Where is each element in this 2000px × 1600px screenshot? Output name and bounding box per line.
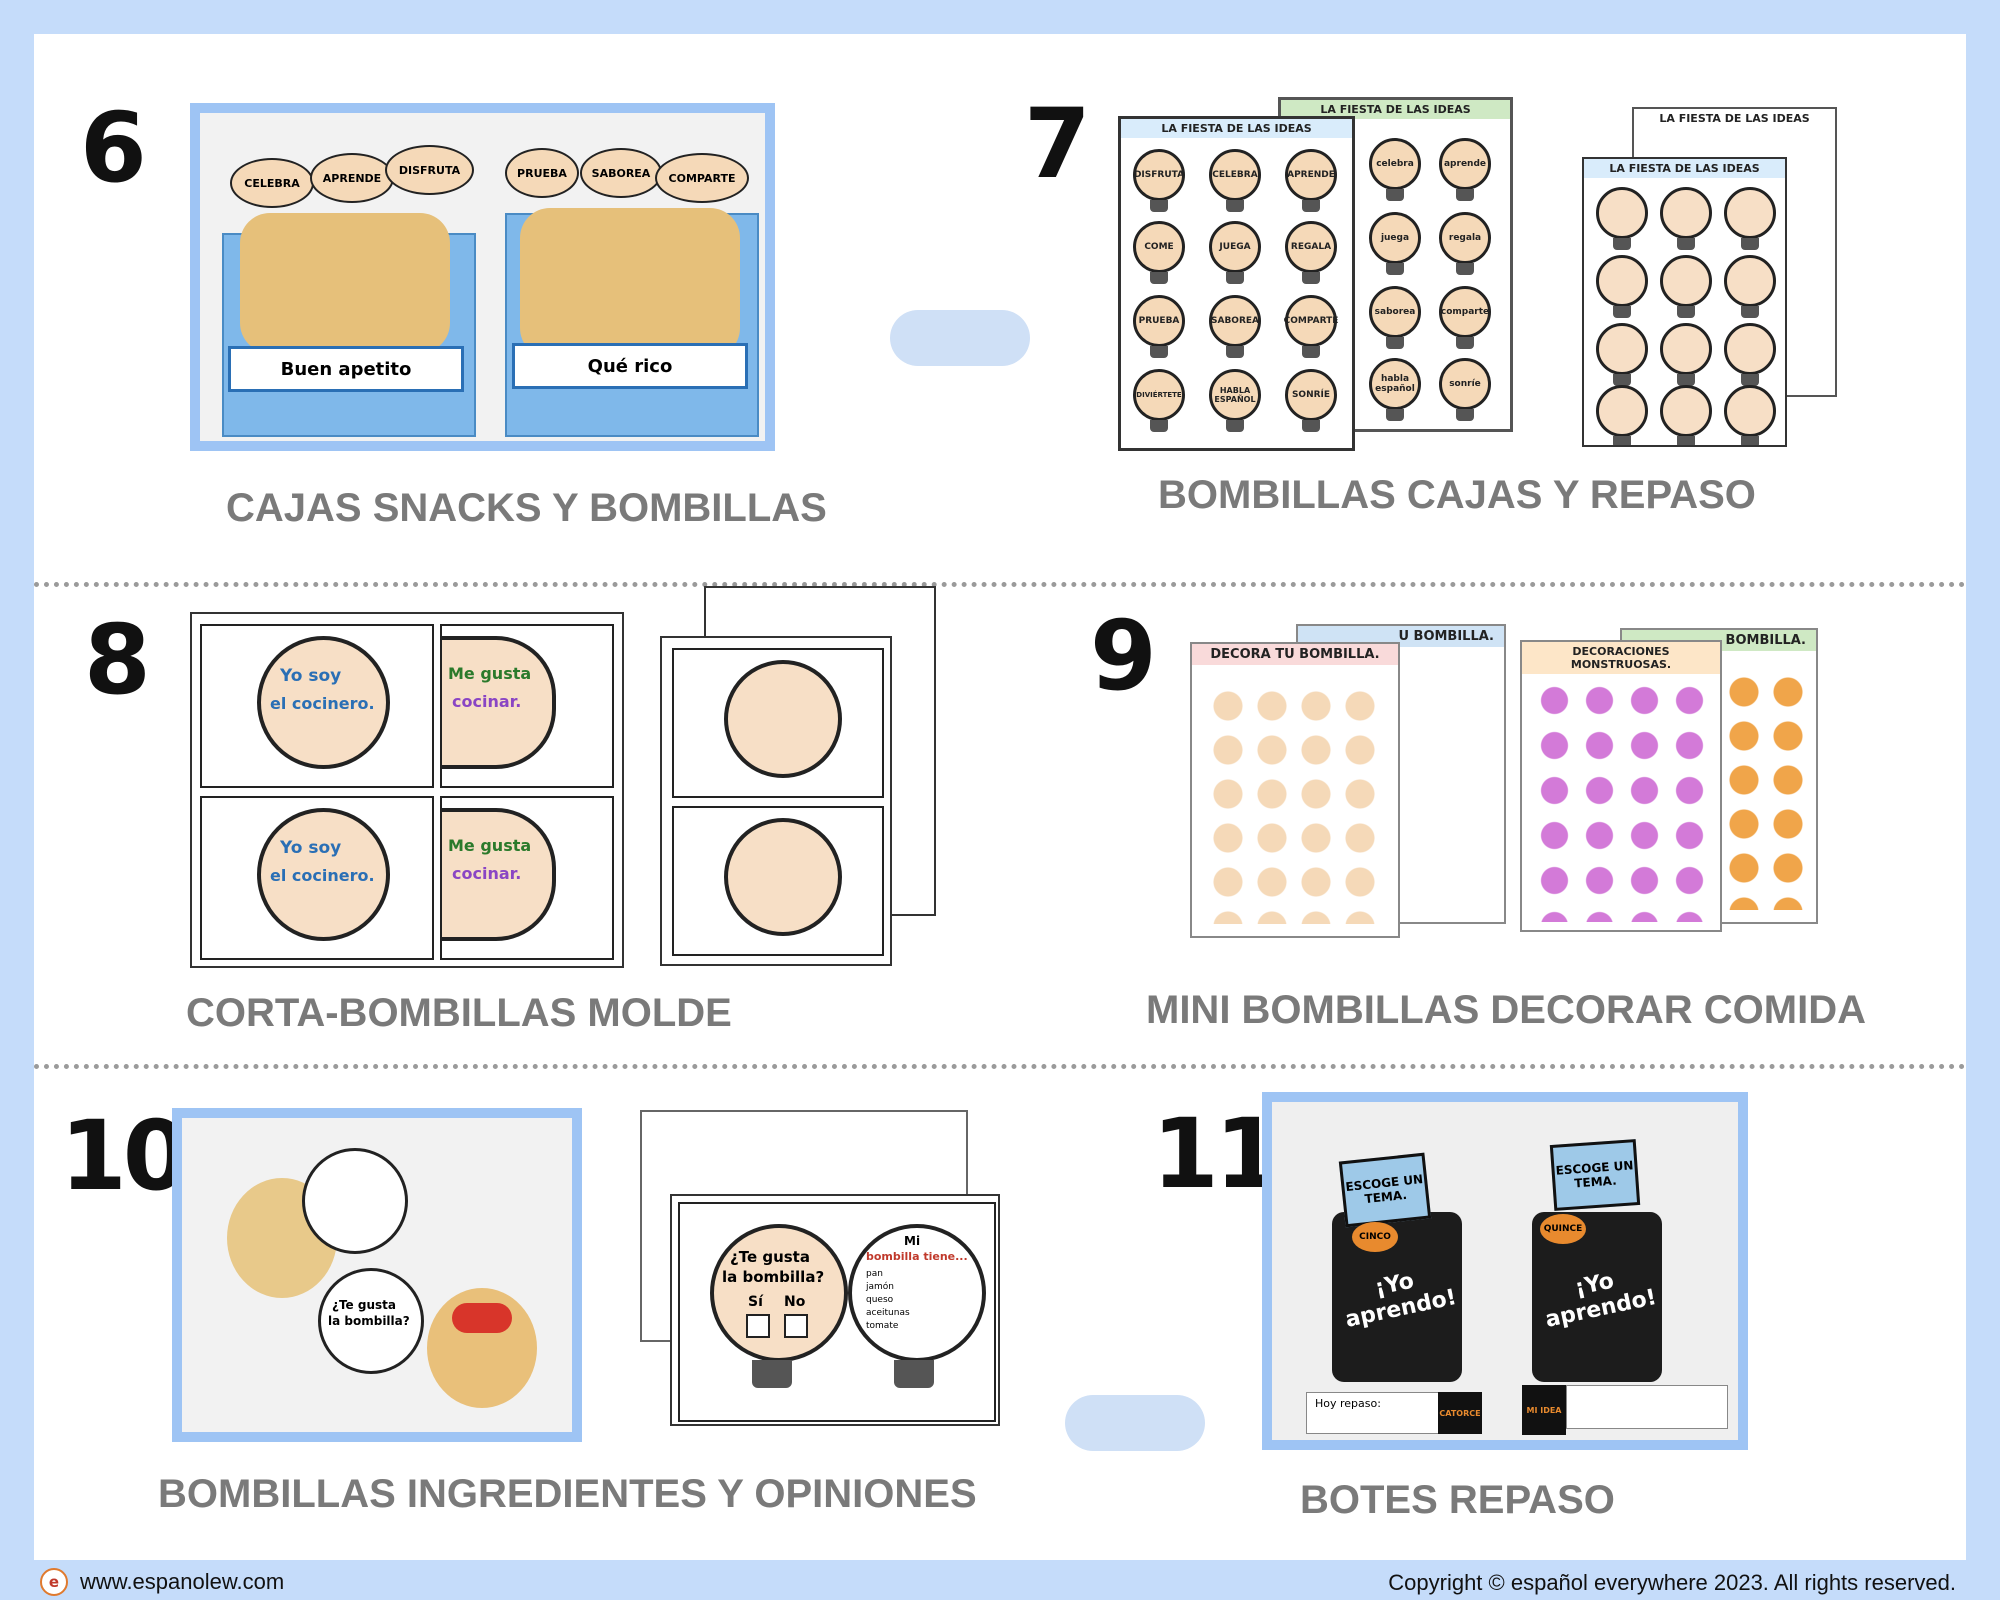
ingredients-title-line1: Mi	[904, 1234, 921, 1248]
question-line2: la bombilla?	[722, 1268, 825, 1286]
topic-sign-right: ESCOGE UN TEMA.	[1549, 1139, 1641, 1211]
bulb-card: PRUEBA	[1133, 295, 1185, 358]
bulb-card: saborea	[1369, 286, 1421, 349]
card-text-line2: cocinar.	[452, 864, 522, 883]
bulb-card: APRENDE	[1285, 149, 1337, 212]
card-text-line1: Me gusta	[448, 664, 532, 683]
cutter-template-sheet: Yo soy el cocinero. Me gusta cocinar. Yo…	[190, 612, 624, 968]
section-divider	[34, 1064, 1966, 1069]
blank-worksheet-front: LA FIESTA DE LAS IDEAS	[1582, 157, 1787, 447]
section-number: 9	[1090, 600, 1157, 712]
strip-tag: CATORCE	[1438, 1392, 1482, 1434]
section-number: 6	[80, 92, 147, 204]
section-caption: BOTES REPASO	[1300, 1478, 1615, 1522]
monster-sheet-front: DECORACIONES MONSTRUOSAS.	[1520, 640, 1722, 932]
opinion-sheet-front: ¿Te gusta la bombilla? Sí No Mi bombilla…	[670, 1194, 1000, 1426]
bulb-card: juega	[1369, 212, 1421, 275]
espanolew-logo-icon: e	[40, 1568, 68, 1596]
card-text-line1: Yo soy	[280, 666, 342, 686]
tag-aprende: APRENDE	[310, 153, 394, 203]
bulb-card: SONRÍE	[1285, 369, 1337, 432]
section-number: 8	[84, 604, 151, 716]
blank-cutter-front	[660, 636, 892, 966]
ingredient-item: aceitunas	[866, 1308, 910, 1318]
website-link[interactable]: www.espanolew.com	[80, 1569, 285, 1594]
bulb-card: DISFRUTA	[1133, 149, 1185, 212]
bulb-card: REGALA	[1285, 221, 1337, 284]
section-caption: BOMBILLAS CAJAS Y REPASO	[1158, 473, 1756, 517]
section-caption: MINI BOMBILLAS DECORAR COMIDA	[1146, 988, 1866, 1032]
review-cans-photo: ¡Yo aprendo! ¡Yo aprendo! ESCOGE UN TEMA…	[1262, 1092, 1748, 1450]
sandwich-bulbs-photo: ¿Te gusta la bombilla?	[172, 1108, 582, 1442]
answer-yes: Sí	[748, 1294, 763, 1310]
card-text-line2: el cocinero.	[270, 866, 375, 885]
section-divider	[34, 582, 1966, 587]
worksheet-header: LA FIESTA DE LAS IDEAS	[1584, 159, 1785, 178]
tag-prueba: PRUEBA	[505, 148, 579, 198]
footer-site: e www.espanolew.com	[40, 1568, 284, 1596]
card-text-line1: Yo soy	[280, 838, 342, 858]
worksheet-header: LA FIESTA DE LAS IDEAS	[1659, 112, 1810, 125]
can-label: ¡Yo aprendo!	[1543, 1268, 1659, 1333]
tag-comparte: COMPARTE	[655, 153, 749, 203]
worksheet-header: DECORA TU BOMBILLA.	[1192, 644, 1398, 665]
review-strip-right	[1566, 1385, 1728, 1429]
strip-tag: MI IDEA	[1522, 1385, 1566, 1435]
ingredient-item: jamón	[866, 1282, 894, 1292]
bulb-card: DIVIÉRTETE	[1133, 369, 1185, 432]
label-que-rico: Qué rico	[512, 343, 748, 389]
ingredient-item: pan	[866, 1269, 883, 1279]
card-text-line2: el cocinero.	[270, 694, 375, 713]
section-caption: CORTA-BOMBILLAS MOLDE	[186, 991, 732, 1035]
worksheet-header: U BOMBILLA.	[1298, 626, 1504, 647]
section-number: 11	[1152, 1098, 1282, 1210]
question-line1: ¿Te gusta	[332, 1298, 396, 1312]
tag-disfruta: DISFRUTA	[385, 145, 474, 195]
bulb-card: HABLA ESPAÑOL	[1209, 369, 1261, 432]
label-buen-apetito: Buen apetito	[228, 346, 464, 392]
bulb-card: habla español	[1369, 358, 1421, 421]
snack-boxes-photo: CELEBRA APRENDE DISFRUTA PRUEBA SABOREA …	[190, 103, 775, 451]
card-text-line2: cocinar.	[452, 692, 522, 711]
tag-celebra: CELEBRA	[230, 158, 314, 208]
bulb-card: SABOREA	[1209, 295, 1261, 358]
bulb-card: regala	[1439, 212, 1491, 275]
section-number: 7	[1024, 88, 1091, 200]
section-caption: BOMBILLAS INGREDIENTES Y OPINIONES	[158, 1472, 977, 1516]
bulb-card: COME	[1133, 221, 1185, 284]
yes-checkbox[interactable]	[746, 1314, 770, 1338]
copyright-notice: Copyright © español everywhere 2023. All…	[1388, 1570, 1956, 1595]
bulb-card: JUEGA	[1209, 221, 1261, 284]
can-label: ¡Yo aprendo!	[1343, 1268, 1459, 1333]
card-text-line1: Me gusta	[448, 836, 532, 855]
ingredient-item: queso	[866, 1295, 894, 1305]
tag-saborea: SABOREA	[580, 148, 662, 198]
topic-sign-left: ESCOGE UN TEMA.	[1338, 1152, 1432, 1228]
ingredients-title-line2: bombilla tiene...	[866, 1250, 968, 1263]
worksheet-front: LA FIESTA DE LAS IDEAS DISFRUTA CELEBRA …	[1118, 116, 1355, 451]
worksheet-header: LA FIESTA DE LAS IDEAS	[1121, 119, 1352, 138]
bulb-card: sonríe	[1439, 358, 1491, 421]
stick-label: CINCO	[1352, 1222, 1398, 1252]
answer-no: No	[784, 1294, 806, 1310]
strip-text: Hoy repaso:	[1315, 1397, 1381, 1410]
bulb-card: COMPARTE	[1284, 295, 1338, 358]
bulb-card: aprende	[1439, 138, 1491, 201]
ingredient-item: tomate	[866, 1321, 899, 1331]
stick-label: QUINCE	[1540, 1214, 1586, 1244]
ingredient-list: pan jamón queso aceitunas tomate	[866, 1268, 910, 1333]
cloud-decoration	[890, 310, 1030, 366]
bulb-card: CELEBRA	[1209, 149, 1261, 212]
bulb-card: celebra	[1369, 138, 1421, 201]
worksheet-header: DECORACIONES MONSTRUOSAS.	[1522, 642, 1720, 674]
bulb-card: comparte	[1439, 286, 1491, 349]
question-line2: la bombilla?	[328, 1314, 410, 1328]
cloud-decoration	[1065, 1395, 1205, 1451]
section-caption: CAJAS SNACKS Y BOMBILLAS	[226, 486, 827, 530]
question-line1: ¿Te gusta	[730, 1248, 810, 1266]
decorate-sheet-front: DECORA TU BOMBILLA.	[1190, 642, 1400, 938]
section-number: 10	[60, 1100, 190, 1212]
worksheet-header: LA FIESTA DE LAS IDEAS	[1281, 100, 1510, 119]
no-checkbox[interactable]	[784, 1314, 808, 1338]
